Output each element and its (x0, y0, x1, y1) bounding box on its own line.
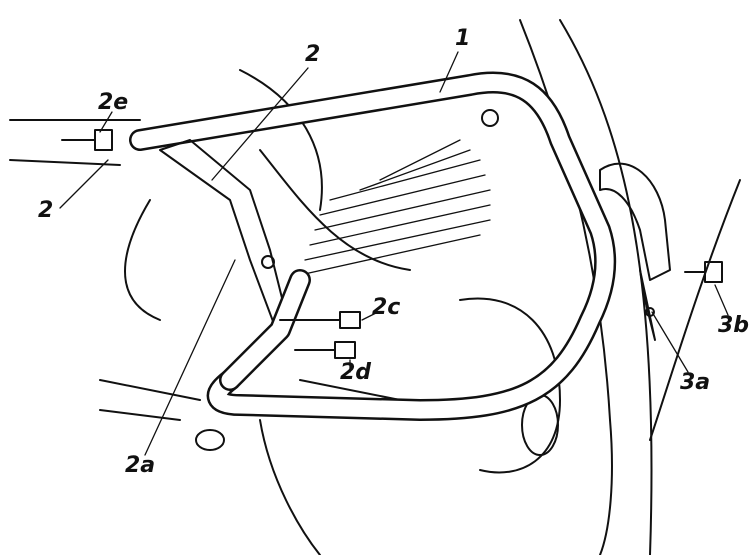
bolts (61, 129, 723, 359)
label-part-2e: 2e (98, 90, 129, 115)
bolt-2c (279, 311, 361, 329)
bolt-3b (684, 261, 723, 283)
bracket-3a (599, 162, 671, 341)
label-part-2c: 2c (372, 295, 401, 320)
bracket-2 (159, 139, 311, 391)
bolt-2d (294, 341, 356, 359)
label-part-2-top: 2 (305, 42, 321, 67)
label-part-1: 1 (455, 26, 471, 51)
label-part-2-left: 2 (38, 198, 54, 223)
label-part-3a: 3a (680, 370, 711, 395)
crash-bar-1 (129, 71, 617, 421)
bolt-2e (61, 129, 113, 151)
label-part-3b: 3b (718, 313, 750, 338)
engine-cooling-fins (259, 139, 491, 276)
label-part-2a: 2a (125, 453, 156, 478)
label-part-2d: 2d (340, 360, 372, 385)
leader-lines (59, 51, 729, 456)
